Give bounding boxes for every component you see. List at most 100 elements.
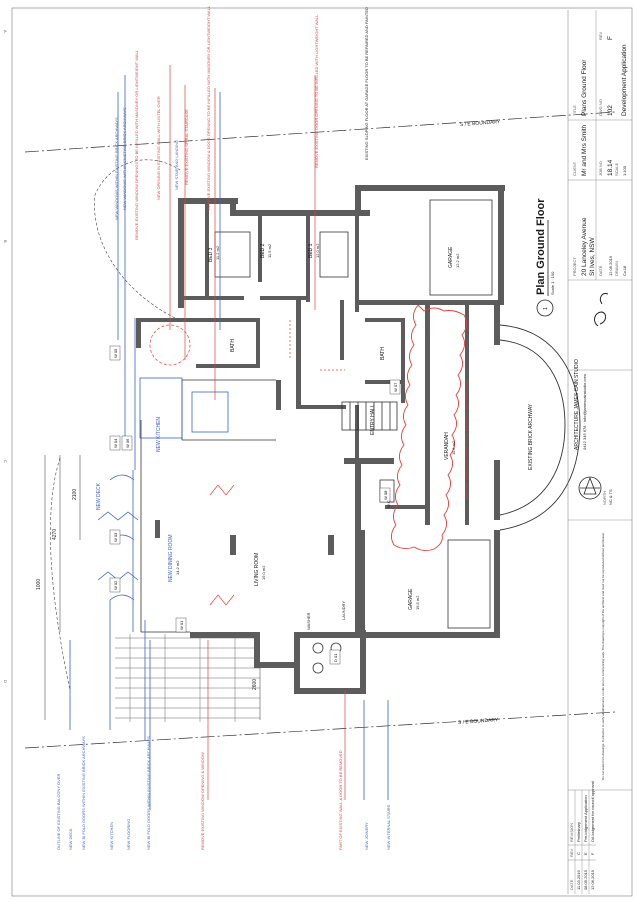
dwg-number: 102 bbox=[607, 105, 614, 116]
note: REMOVE EXISTING SPIRAL STAIRCASE bbox=[184, 109, 189, 185]
note: REMOVE EXISTING WINDOW & DOOR OPENING TO… bbox=[206, 5, 211, 210]
verandah-cloud bbox=[391, 304, 467, 552]
svg-text:GARAGE: GARAGE bbox=[448, 246, 454, 268]
revision-cell: E bbox=[583, 852, 588, 855]
removed-wall bbox=[209, 484, 235, 496]
svg-text:BATH: BATH bbox=[380, 347, 386, 360]
wall bbox=[401, 318, 405, 403]
window-tag: W 06 bbox=[121, 435, 133, 451]
driveway-arch-inner bbox=[499, 339, 566, 516]
svg-text:14.2 m2: 14.2 m2 bbox=[175, 560, 180, 575]
wall bbox=[494, 460, 500, 520]
removed-wall bbox=[209, 594, 235, 606]
wall bbox=[355, 185, 361, 215]
wall bbox=[190, 632, 260, 638]
project-line2: St Ives, NSW bbox=[589, 236, 596, 276]
room-label: NEW KITCHEN bbox=[156, 417, 162, 452]
dimension-labels: 1000 4270 2600 2100 bbox=[36, 489, 258, 690]
detail-bubble bbox=[536, 299, 554, 317]
wall bbox=[360, 630, 366, 694]
wall bbox=[260, 296, 310, 300]
wall bbox=[296, 405, 346, 409]
room-label: EXISTING BRICK ARCHWAY bbox=[528, 403, 534, 470]
note: NEW KITCHEN bbox=[109, 822, 114, 850]
rev-label: REV bbox=[598, 31, 603, 40]
side-boundary-line bbox=[24, 111, 616, 153]
svg-text:12.0 m2: 12.0 m2 bbox=[315, 243, 320, 258]
disclaimer: Do not scale from drawings. Contractor t… bbox=[601, 532, 605, 780]
rev-value: F bbox=[607, 36, 614, 40]
walls bbox=[136, 185, 505, 694]
window-tag: W 02 bbox=[109, 577, 121, 593]
wall bbox=[256, 318, 260, 368]
drawn-value: Cv.18 bbox=[622, 265, 627, 276]
wall bbox=[294, 688, 364, 694]
svg-text:VERANDAH: VERANDAH bbox=[444, 432, 450, 460]
plan-title: Plan Ground Floor bbox=[535, 198, 547, 295]
note: EXISTING VERANDAH ROOF TO BE REMOVED AND… bbox=[464, 379, 469, 500]
note: NEW WINDOWS WITHIN EXISTING BRICK ARCHWA… bbox=[122, 107, 127, 210]
new-window-arch bbox=[109, 474, 135, 481]
svg-text:BED 1: BED 1 bbox=[308, 243, 314, 258]
margin-refs: A B C D bbox=[3, 30, 8, 683]
wall bbox=[498, 185, 504, 305]
scale-value: 1:100 bbox=[622, 165, 627, 176]
sheet-name-label: TITLE bbox=[572, 105, 577, 116]
window-tag: W 01 bbox=[175, 617, 187, 633]
wall bbox=[365, 380, 405, 384]
wall bbox=[178, 198, 184, 308]
dimension-label: 2600 bbox=[252, 679, 258, 690]
revision-cell: 08.05.2019 bbox=[583, 869, 588, 890]
wall bbox=[184, 296, 244, 300]
svg-text:BED 3: BED 3 bbox=[208, 247, 214, 262]
blue-new-work bbox=[69, 75, 389, 810]
wall bbox=[205, 198, 209, 298]
dimension-label: 2100 bbox=[72, 489, 78, 500]
revision-cell: Preliminary bbox=[576, 822, 581, 842]
spiral-stair-removed bbox=[149, 324, 191, 366]
revision-header: DATE bbox=[569, 879, 574, 890]
signature-mark bbox=[594, 293, 609, 327]
dimension-lines bbox=[44, 455, 261, 720]
svg-text:EXISTING BRICK ARCHWAY: EXISTING BRICK ARCHWAY bbox=[528, 403, 534, 470]
light-partitions bbox=[140, 199, 493, 674]
scale-label: SCALE bbox=[614, 163, 619, 176]
wall bbox=[360, 632, 500, 638]
wall bbox=[494, 305, 500, 345]
new-kitchen-bench bbox=[139, 377, 183, 439]
north-label: NORTH bbox=[602, 491, 607, 505]
revision-cell: 12.06.2019 bbox=[590, 869, 595, 890]
rear-boundary-label: S / E BOUNDARY bbox=[458, 717, 499, 726]
room-label: BATH bbox=[380, 347, 386, 360]
drawn-label: DRAWN bbox=[614, 261, 619, 276]
svg-text:12.2 m2: 12.2 m2 bbox=[455, 253, 460, 268]
job-label: JOB NO bbox=[598, 161, 603, 176]
title-block bbox=[567, 10, 632, 894]
date-label: DATE bbox=[598, 265, 603, 276]
window-tag: W 08 bbox=[379, 487, 391, 503]
note: NEW FLOORING bbox=[126, 819, 131, 850]
svg-text:NEW DECK: NEW DECK bbox=[96, 482, 102, 510]
window-tag: W 04 bbox=[109, 435, 121, 451]
svg-text:W 02: W 02 bbox=[113, 580, 118, 590]
new-window-arch bbox=[109, 594, 135, 601]
wall bbox=[230, 198, 236, 216]
wall bbox=[136, 318, 141, 348]
new-kitchen-island bbox=[191, 391, 229, 433]
revision-cell: C bbox=[576, 852, 581, 855]
svg-text:11.6 m2: 11.6 m2 bbox=[451, 440, 456, 455]
wall bbox=[359, 300, 504, 305]
wall bbox=[294, 632, 360, 638]
client-name: Mr and Mrs Smith bbox=[581, 124, 588, 176]
dwg-label: DWG NO bbox=[598, 99, 603, 116]
revision-cell: 11.03.2019 bbox=[576, 870, 581, 890]
svg-text:ENTRY HALL: ENTRY HALL bbox=[370, 404, 376, 435]
stair bbox=[341, 401, 398, 431]
svg-text:W 06: W 06 bbox=[125, 438, 130, 448]
wall bbox=[465, 305, 469, 525]
margin-ref: A bbox=[3, 30, 8, 33]
